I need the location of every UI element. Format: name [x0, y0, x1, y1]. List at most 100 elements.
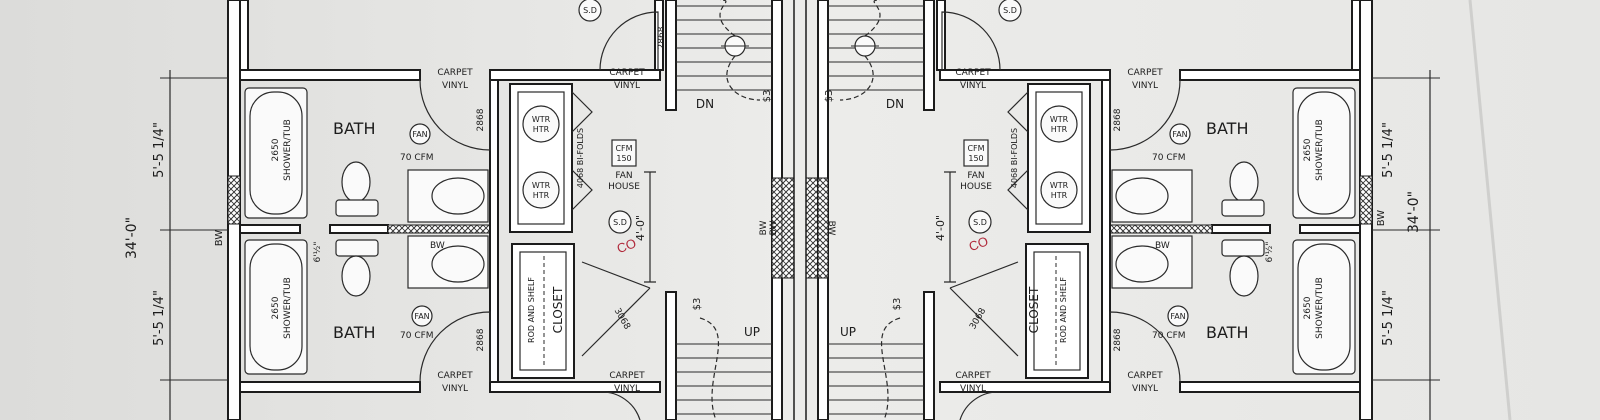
tub-size-upper-left: 2650: [271, 138, 281, 161]
hall-door-arc-bottom-left: [599, 391, 641, 420]
top-room-wall-rr: [1351, 0, 1361, 71]
closet-door-swing-left: [581, 261, 651, 357]
switch-wire-top-left: [719, 0, 761, 101]
co-detector-right: CO: [967, 233, 990, 254]
switch-bottom-left: $3: [692, 298, 703, 311]
wall-bottom-right-stub: [489, 381, 661, 393]
wall-between-baths-2-r: [1211, 224, 1271, 234]
co-detector-left: CO: [615, 235, 638, 256]
stairs-up-right: UP: [840, 325, 856, 339]
toilet-bowl-upper-left: [341, 161, 371, 203]
tub-size-lower-left: 2650: [271, 296, 281, 319]
six-half-right: 6'½": [1265, 241, 1275, 262]
water-heater-1-left: [522, 105, 560, 143]
fan-house-b-right: HOUSE: [960, 182, 992, 192]
fan-icon-lower-right: [1167, 305, 1189, 327]
wall-bath-vertical: [489, 79, 499, 383]
cfm-box-a-left: CFM: [615, 144, 632, 153]
fan-house-a-left: FAN: [615, 171, 632, 181]
bath-title-upper-left: BATH: [333, 119, 375, 138]
dim-upper-right: 5'-5 1/4": [1381, 122, 1396, 178]
top-room-wall-rl: [936, 0, 946, 71]
stair-wall-outer-lower-right: [923, 291, 935, 420]
bath-title-lower-right: BATH: [1206, 323, 1248, 342]
switch-top-left: $3: [762, 90, 773, 103]
dim-overall-right: 34'-0": [1406, 191, 1422, 233]
stair-treads-bottom-left: [676, 343, 772, 415]
dim-overall-left: 34'-0": [124, 217, 140, 259]
bath-title-lower-left: BATH: [333, 323, 375, 342]
floor-upper-vinyl-left: VINYL: [442, 81, 468, 91]
fan-icon-upper-right: [1169, 123, 1191, 145]
toilet-tank-lower-left: [335, 239, 379, 257]
switch-wire-bottom-left: [699, 317, 719, 420]
floor-top-carpet-left: CARPET: [609, 68, 645, 78]
wtr-htr-1a-left: WTR: [532, 115, 551, 124]
floor-stair-vinyl-left: VINYL: [614, 384, 640, 394]
floor-top-vinyl-left: VINYL: [614, 81, 640, 91]
smoke-detector-top-left: [578, 0, 602, 22]
six-half-left: 6'½": [313, 241, 323, 262]
hatched-wall-right: [1359, 175, 1373, 225]
bw-wall-label-left: BW: [214, 230, 225, 247]
floor-stair-carpet-right: CARPET: [955, 371, 991, 381]
party-wall-bw-left: BW: [769, 221, 779, 236]
tub-size-lower-right: 2650: [1303, 296, 1313, 319]
closet-label-right: CLOSET: [1027, 286, 1041, 333]
toilet-tank-lower-right: [1221, 239, 1265, 257]
dim-lower-left: 5'-5 1/4": [152, 290, 167, 346]
fan-cfm-lower-right: 70 CFM: [1152, 331, 1186, 341]
tub-type-upper-right: SHOWER/TUB: [1315, 119, 1325, 181]
fan-house-a-right: FAN: [967, 171, 984, 181]
toilet-tank-upper-right: [1221, 199, 1265, 217]
fan-cfm-upper-left: 70 CFM: [400, 153, 434, 163]
wh-closet-inner-right: [1035, 91, 1083, 225]
tub-upper-right: [1292, 87, 1356, 219]
smoke-detector-mid-left: [608, 210, 632, 234]
fan-cfm-upper-right: 70 CFM: [1152, 153, 1186, 163]
wtr-htr-1b-left: HTR: [533, 125, 550, 134]
closet-inner-right: [1033, 251, 1081, 371]
wall-top-right-stub-r: [939, 69, 1111, 81]
fan-label-lower-right: FAN: [1170, 312, 1185, 321]
bifolds-label-right: 4068 BI-FOLDS: [1010, 128, 1019, 188]
sd-mid-label-right: S.D: [973, 218, 987, 227]
floor-stair-carpet-left: CARPET: [609, 371, 645, 381]
wtr-htr-1b-right: HTR: [1051, 125, 1068, 134]
sink-upper-right: [1115, 177, 1169, 215]
fan-icon-upper-left: [409, 123, 431, 145]
cfm-box-b-right: 150: [968, 154, 983, 163]
switch-wire-bottom-right: [881, 317, 901, 420]
water-heater-2-right: [1040, 171, 1078, 209]
fan-label-upper-right: FAN: [1172, 130, 1187, 139]
tub-inner-lower-right: [1297, 243, 1351, 371]
floor-bottom-vinyl-right: VINYL: [1132, 384, 1158, 394]
door-swing-lower-left: [419, 311, 491, 383]
wtr-htr-2a-left: WTR: [532, 181, 551, 190]
right-unit-labels: 34'-0" 5'-5 1/4" 5'-5 1/4" BW 2650 SHOWE…: [824, 6, 1422, 394]
hall-door-size-top-left: 2868: [657, 26, 667, 49]
bath-title-upper-right: BATH: [1206, 119, 1248, 138]
tub-inner-upper-left: [249, 91, 303, 215]
top-room-wall-r: [654, 0, 664, 71]
bw-mid-left: BW: [430, 241, 445, 251]
fan-cfm-lower-left: 70 CFM: [400, 331, 434, 341]
sd-top-label-left: S.D: [583, 6, 597, 15]
closet-door-swing-right: [949, 261, 1019, 357]
door-size-upper-left: 2868: [476, 108, 486, 131]
floor-top-vinyl-right: VINYL: [960, 81, 986, 91]
rod-shelf-left: ROD AND SHELF: [527, 277, 536, 343]
switch-wire-top-right: [839, 0, 881, 101]
bifold-door-right: [1007, 91, 1029, 211]
tub-lower-right: [1292, 239, 1356, 375]
floor-bottom-carpet-left: CARPET: [437, 371, 473, 381]
hall-door-arc-top-left: [599, 11, 659, 71]
dim-hall-right: 4'-0": [934, 215, 947, 241]
hatched-vanity-wall-r: [1101, 224, 1213, 234]
door-size-upper-right: 2868: [1113, 108, 1123, 131]
sd-mid-label-left: S.D: [613, 218, 627, 227]
dim-lower-right: 5'-5 1/4": [1381, 290, 1396, 346]
door-swing-upper-right: [1109, 79, 1181, 151]
right-unit: [817, 0, 1440, 420]
